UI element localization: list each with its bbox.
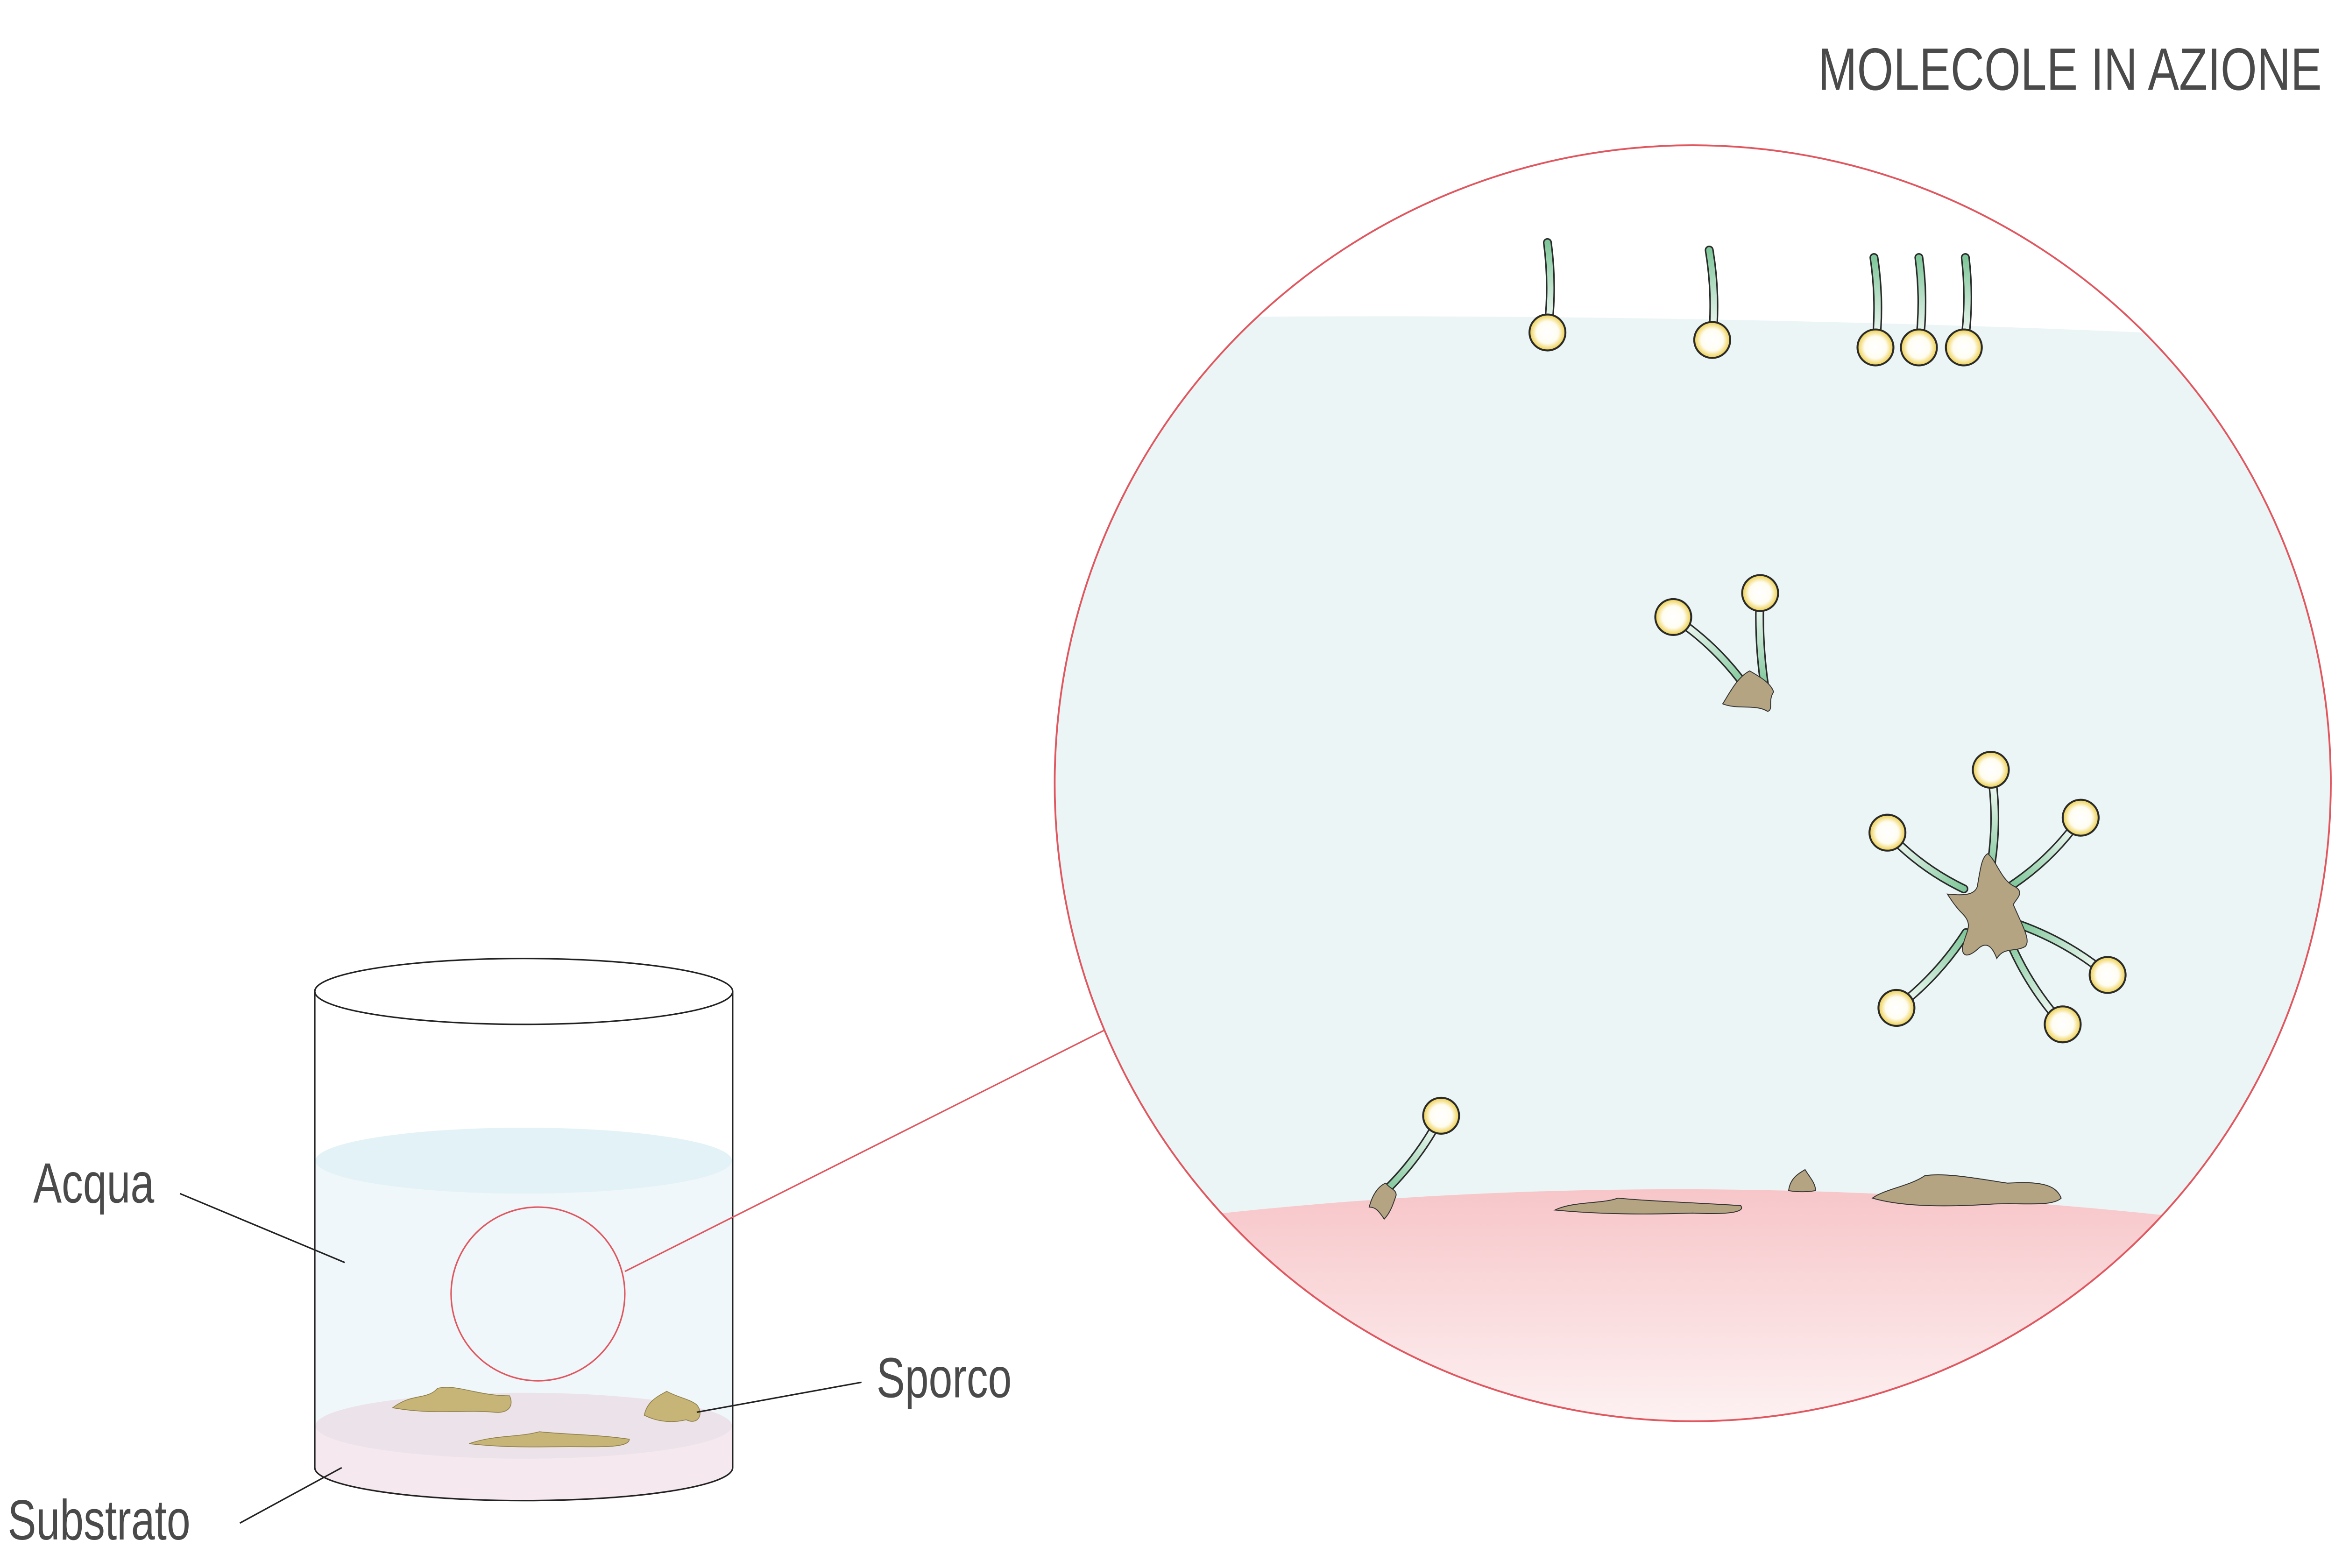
surfactant-molecule — [1900, 253, 1938, 367]
zoom-circle — [1054, 144, 2332, 1422]
hydrophilic-head — [1693, 321, 1731, 359]
dirt-particle — [1368, 1182, 1397, 1220]
label-substrate: Substrato — [8, 1488, 191, 1552]
surfactant-molecule — [1856, 253, 1895, 367]
dirt-particle — [644, 1391, 700, 1422]
hydrophilic-head — [1868, 813, 1907, 852]
hydrophilic-head — [1945, 328, 1983, 367]
surfactant-molecule — [1945, 253, 1983, 367]
dirt-particle — [1788, 1169, 1816, 1193]
surfactant-molecule — [1868, 813, 1968, 894]
surfactant-molecule — [1381, 1096, 1460, 1195]
hydrophilic-head — [2061, 798, 2100, 837]
label-dirt: Sporco — [877, 1345, 1012, 1409]
surfactant-molecule — [1654, 598, 1750, 691]
beaker — [314, 958, 734, 1502]
hydrophilic-head — [1654, 598, 1692, 636]
label-water: Acqua — [33, 1151, 154, 1215]
surfactant-molecule — [1528, 238, 1567, 352]
zoom-source-circle — [450, 1206, 626, 1382]
hydrophilic-head — [1528, 313, 1567, 352]
title: MOLECOLE IN AZIONE — [1818, 36, 2322, 103]
dirt-particle — [469, 1431, 630, 1448]
hydrophilic-head — [2088, 956, 2127, 994]
hydrophilic-head — [1741, 574, 1779, 612]
hydrophilic-head — [1900, 328, 1938, 367]
beaker-outline — [314, 991, 734, 1502]
hydrophilic-head — [1422, 1096, 1460, 1135]
surfactant-molecule — [2014, 920, 2127, 994]
hydrophilic-head — [1972, 750, 2010, 789]
pointer-water — [179, 1193, 345, 1264]
dirt-particle — [1553, 1197, 1742, 1215]
hydrophilic-head — [2044, 1005, 2082, 1044]
dirt-particle — [391, 1387, 512, 1413]
hydrophilic-head — [1856, 328, 1895, 367]
surfactant-molecule — [1877, 928, 1971, 1027]
surfactant-molecule — [1693, 245, 1731, 359]
hydrophilic-head — [1877, 989, 1916, 1027]
zoom-connector-line — [624, 1030, 1104, 1272]
pointer-substrate — [239, 1467, 342, 1524]
pointer-dirt — [696, 1381, 862, 1413]
surfactant-molecule — [2008, 798, 2100, 890]
water-surface — [315, 1128, 732, 1194]
zoom-view — [1054, 238, 2331, 1421]
surfactant-molecule — [1741, 574, 1779, 691]
beaker-rim — [314, 958, 734, 1025]
dirt-particle — [1722, 670, 1774, 712]
dirt-particle — [1871, 1174, 2062, 1207]
dirt-particle — [1946, 853, 2028, 960]
